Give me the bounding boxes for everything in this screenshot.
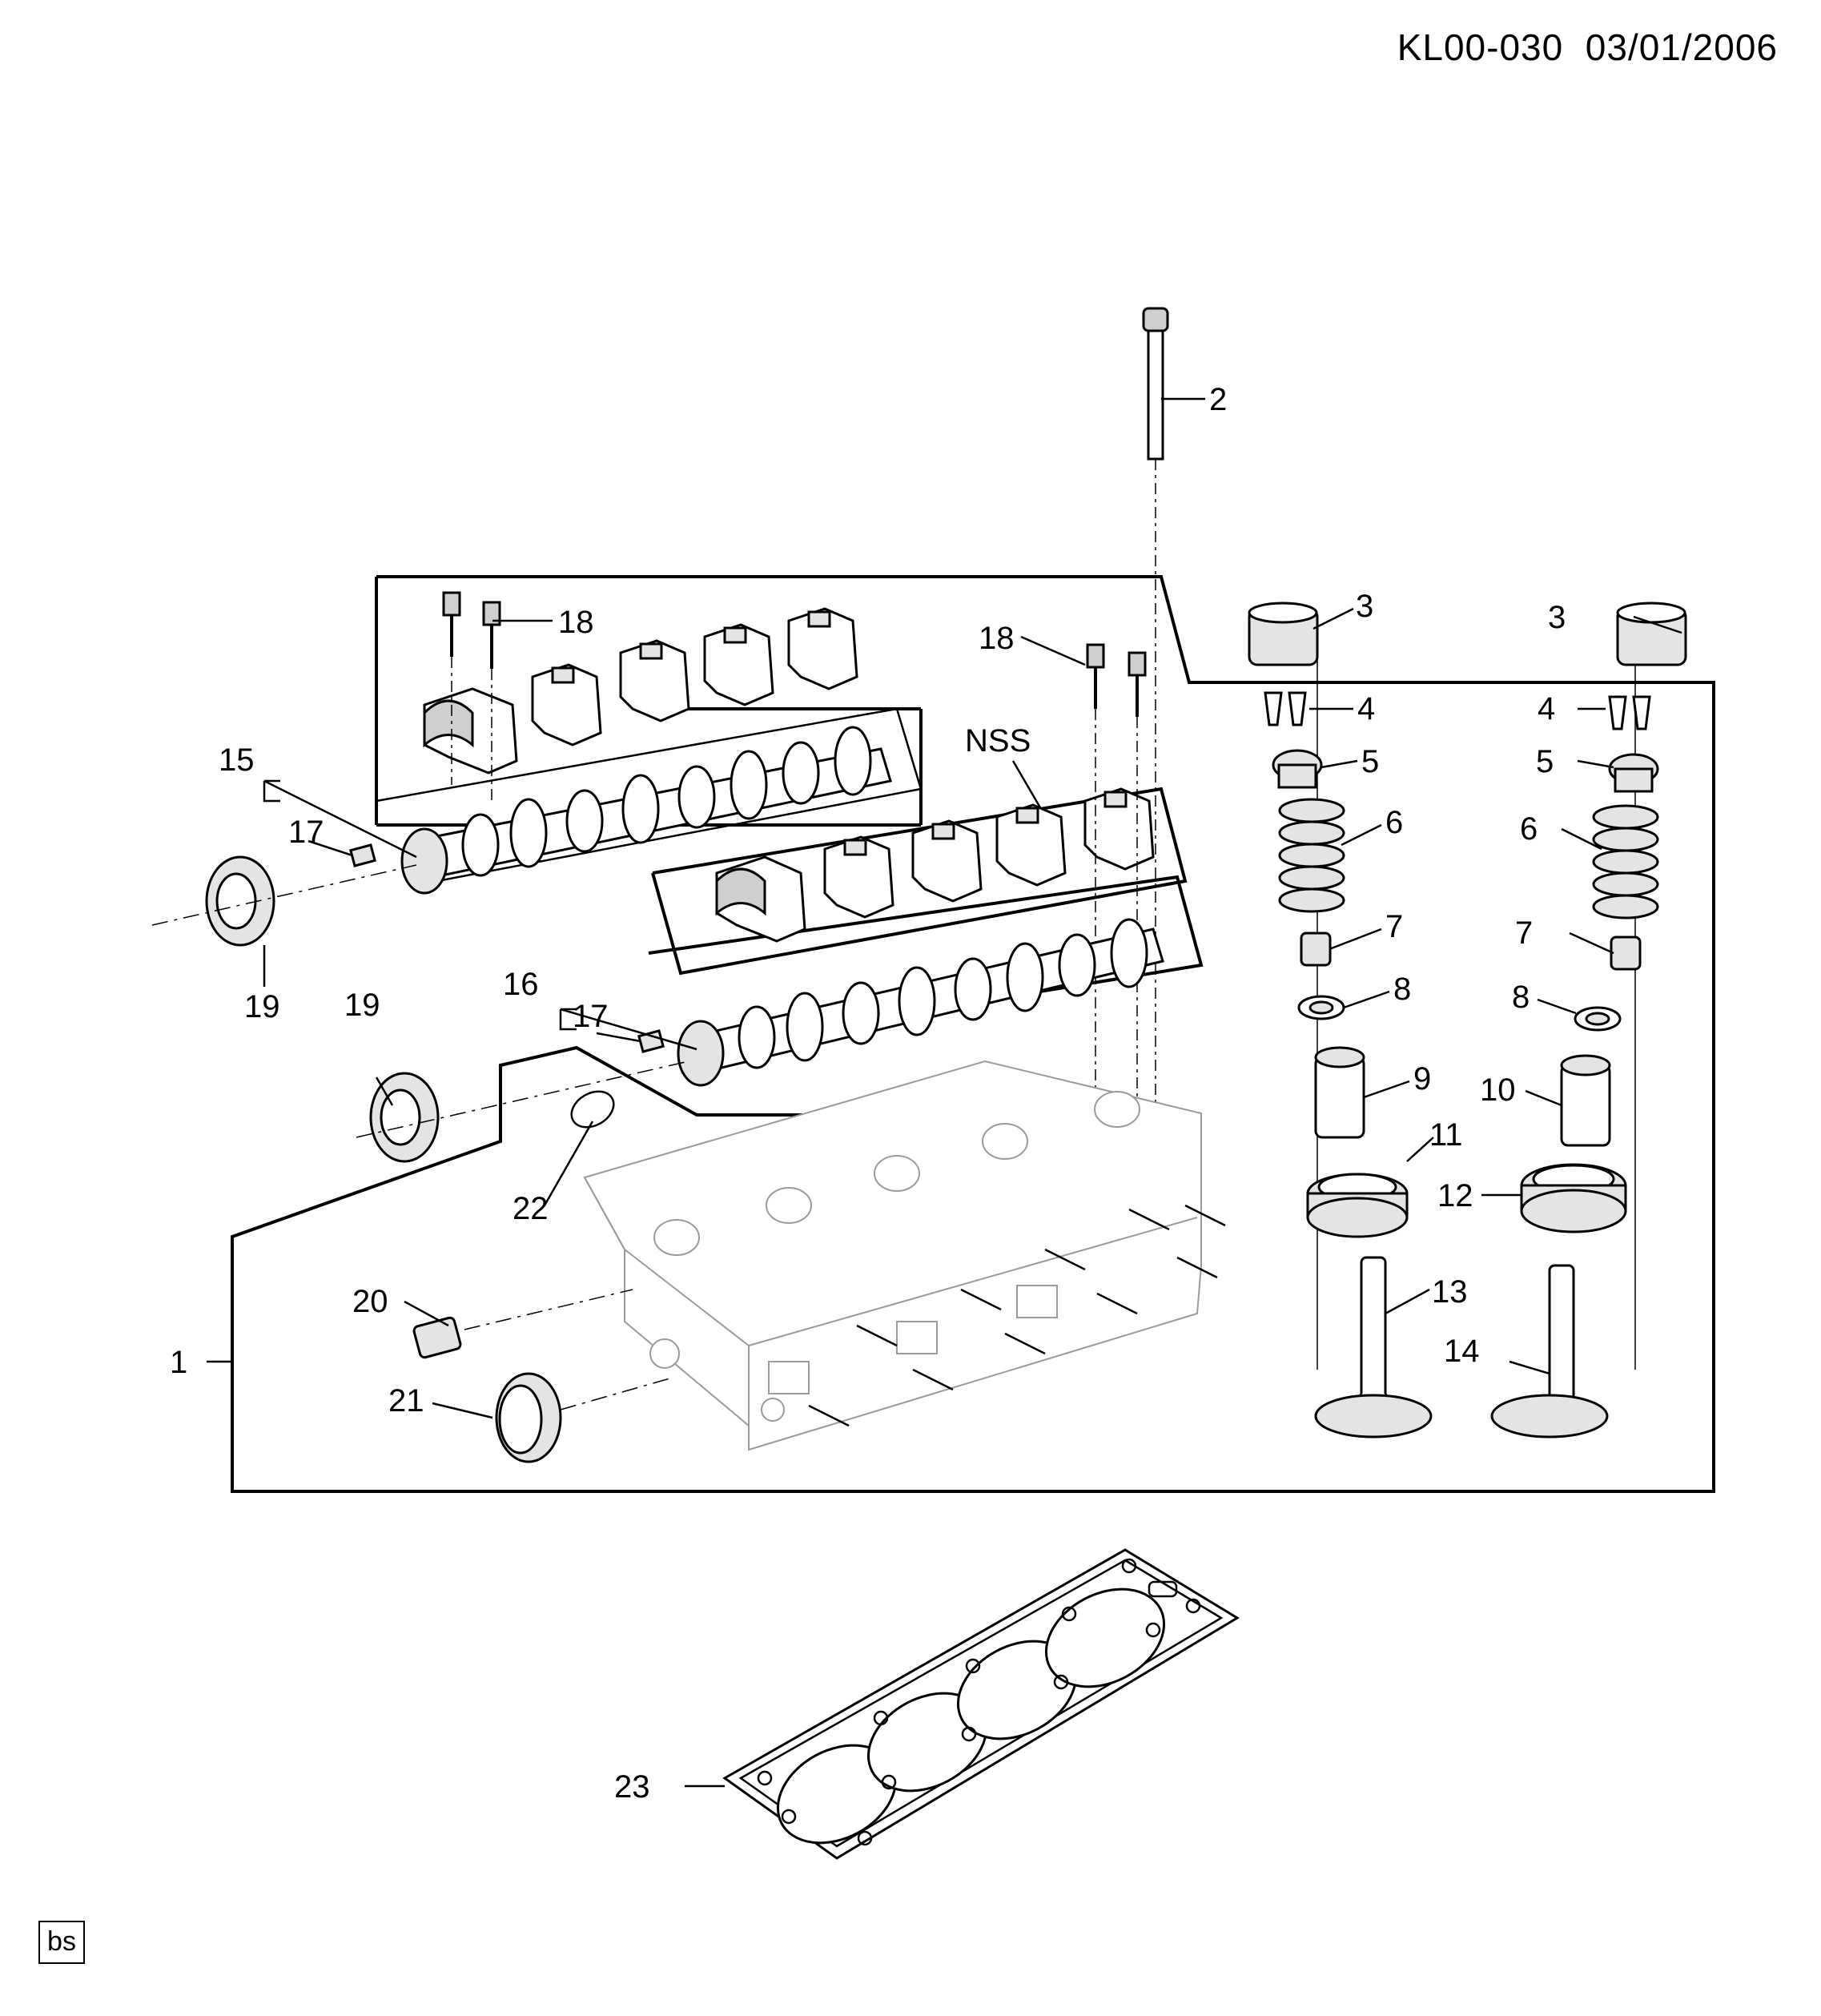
callout-7-left: 7 xyxy=(1385,909,1403,944)
callout-12: 12 xyxy=(1437,1178,1473,1213)
callout-3-right: 3 xyxy=(1548,600,1566,635)
collet-4-right xyxy=(1608,695,1651,730)
collet-4-left xyxy=(1264,691,1307,726)
bearing-cap-8 xyxy=(911,819,983,903)
leader-lines xyxy=(207,397,1682,1788)
bearing-cap-1 xyxy=(423,687,518,775)
leader-15-bracket xyxy=(263,781,577,1031)
seat-insert-11 xyxy=(1306,1173,1409,1238)
callout-22: 22 xyxy=(513,1191,549,1226)
bearing-cap-5 xyxy=(787,607,858,690)
bearing-cap-6 xyxy=(715,855,806,943)
valve-train-left xyxy=(1248,602,1433,1439)
guide-9 xyxy=(1314,1046,1365,1139)
callout-5-right: 5 xyxy=(1536,744,1554,779)
camshaft-15 xyxy=(400,726,892,895)
bearing-cap-3 xyxy=(619,639,690,722)
bolt-18-upper-b xyxy=(482,601,501,801)
oil-seal-19-lower xyxy=(356,1060,689,1163)
callout-18-right: 18 xyxy=(979,621,1015,656)
callout-nss: NSS xyxy=(965,723,1031,759)
camshaft-16 xyxy=(677,918,1164,1087)
callout-4-right: 4 xyxy=(1538,691,1555,726)
bearing-cap-4 xyxy=(703,623,774,706)
diagram-code: KL00-030 xyxy=(1397,26,1564,68)
callout-3-left: 3 xyxy=(1356,589,1373,624)
seat-insert-12 xyxy=(1520,1163,1627,1233)
callout-13: 13 xyxy=(1432,1274,1468,1310)
diagram-header: KL00-030 03/01/2006 xyxy=(1353,26,1778,69)
callout-6-left: 6 xyxy=(1385,805,1403,840)
callout-4-left: 4 xyxy=(1357,691,1375,726)
callout-8-left: 8 xyxy=(1393,972,1411,1007)
oil-seal-19-upper xyxy=(151,855,417,947)
cylinder-head xyxy=(583,1060,1226,1451)
callout-14: 14 xyxy=(1444,1334,1480,1369)
callout-7-right: 7 xyxy=(1515,915,1533,951)
callout-10: 10 xyxy=(1480,1072,1516,1108)
retainer-5-right xyxy=(1608,753,1659,793)
callout-23: 23 xyxy=(614,1769,650,1805)
bearing-cap-7 xyxy=(823,835,894,919)
assembly-frame-1 xyxy=(231,575,1715,1493)
corner-tag: bs xyxy=(38,1921,85,1964)
valve-train-right xyxy=(1490,602,1687,1439)
callout-15: 15 xyxy=(219,742,255,778)
plug-20 xyxy=(412,1289,633,1359)
callout-6-right: 6 xyxy=(1520,811,1538,847)
camshaft-frame-upper xyxy=(376,707,923,887)
callout-17-lower: 17 xyxy=(573,999,609,1034)
callout-2: 2 xyxy=(1209,382,1227,417)
callout-1: 1 xyxy=(170,1345,187,1380)
callout-5-left: 5 xyxy=(1361,744,1379,779)
bearing-cap-2 xyxy=(531,663,602,746)
callout-16: 16 xyxy=(503,967,539,1002)
diagram-date: 03/01/2006 xyxy=(1585,26,1778,68)
cap-21 xyxy=(495,1372,673,1463)
bearing-cap-group-upper xyxy=(423,607,858,775)
tappet-3-right xyxy=(1616,602,1687,666)
callout-9: 9 xyxy=(1413,1061,1431,1097)
callout-17-upper: 17 xyxy=(288,815,324,850)
callout-19-upper: 19 xyxy=(244,989,280,1024)
callout-19-lower: 19 xyxy=(344,988,380,1023)
stem-seal-7-left xyxy=(1300,932,1332,967)
bearing-cap-nss xyxy=(1083,787,1155,871)
callout-8-right: 8 xyxy=(1512,980,1530,1015)
bearing-cap-9 xyxy=(995,803,1067,887)
dowel-pin-17-upper xyxy=(349,843,376,867)
spring-6-right xyxy=(1592,804,1659,919)
bolt-2 xyxy=(1142,307,1169,1121)
head-gasket-23 xyxy=(722,1548,1240,1860)
callout-11: 11 xyxy=(1429,1117,1463,1153)
valve-14 xyxy=(1490,1264,1609,1439)
spring-6-left xyxy=(1278,798,1345,913)
retainer-5-left xyxy=(1272,749,1323,789)
spring-seat-8-left xyxy=(1297,995,1345,1020)
guide-10 xyxy=(1560,1054,1611,1147)
spring-seat-8-right xyxy=(1574,1006,1622,1032)
callout-18-upper: 18 xyxy=(558,605,594,640)
bolt-18-upper-a xyxy=(442,591,461,785)
camshaft-frame-lower xyxy=(651,787,1188,976)
bolt-18-right-b xyxy=(1128,651,1147,1121)
callout-labels: 1 2 3 3 4 4 5 5 6 6 7 7 8 8 9 10 11 12 1… xyxy=(170,382,1566,1805)
bearing-cap-group-lower xyxy=(715,787,1155,943)
callout-20: 20 xyxy=(352,1284,388,1319)
valve-13 xyxy=(1314,1256,1433,1439)
stem-seal-7-right xyxy=(1610,936,1642,971)
clip-22 xyxy=(570,1090,615,1129)
callout-21: 21 xyxy=(388,1383,424,1418)
tappet-3-left xyxy=(1248,602,1319,666)
bolt-18-right-a xyxy=(1086,643,1105,1105)
